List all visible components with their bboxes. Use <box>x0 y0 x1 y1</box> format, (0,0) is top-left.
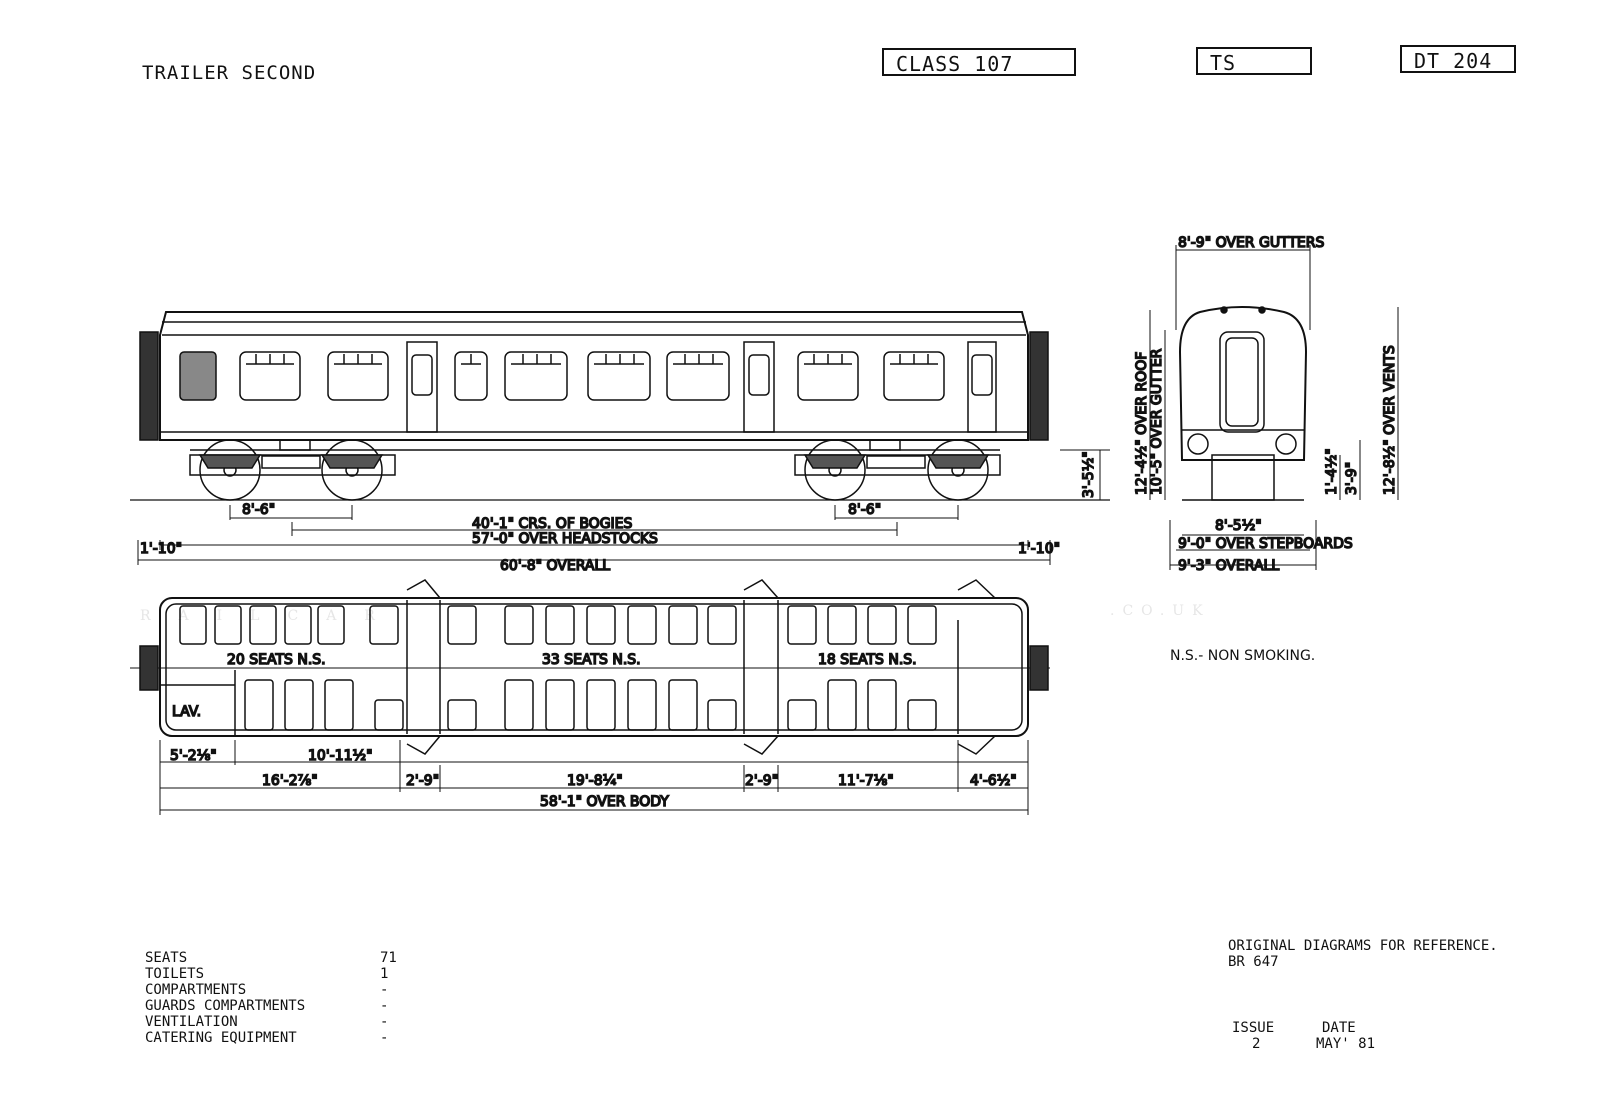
legend-note: N.S.- NON SMOKING. <box>1170 648 1316 664</box>
dim-plan-d5: 19'-8¼" <box>567 773 623 789</box>
dim-headstocks: 57'-0" OVER HEADSTOCKS <box>472 531 658 547</box>
end-view: 8'-9" OVER GUTTERS 12'-4½" OVER ROOF 10'… <box>1133 234 1399 575</box>
dim-plan-d8: 4'-6½" <box>970 773 1017 789</box>
date-label: DATE <box>1322 1020 1356 1036</box>
issue-block: ISSUE DATE 2 MAY' 81 <box>1232 1020 1375 1052</box>
dim-bogie-wb-right: 8'-6" <box>848 502 881 518</box>
watermark-suffix: .CO.UK <box>1110 603 1211 619</box>
label-seats-b: 33 SEATS N.S. <box>542 652 641 668</box>
dim-step-1: 1'-4½" <box>1324 448 1340 495</box>
issue-label: ISSUE <box>1232 1020 1275 1036</box>
label-seats-a: 20 SEATS N.S. <box>227 652 326 668</box>
reference-line-2: BR 647 <box>1228 954 1279 970</box>
stats-value: - <box>380 1014 389 1030</box>
dim-buffer-right: 1'-10" <box>1018 541 1060 557</box>
dim-stepboards: 9'-0" OVER STEPBOARDS <box>1178 536 1353 552</box>
stats-label: TOILETS <box>145 966 205 982</box>
dim-over-gutter: 10'-5" OVER GUTTER <box>1149 348 1165 495</box>
seats-bottom-row <box>244 679 937 731</box>
dim-buffer-left: 1'-10" <box>140 541 182 557</box>
stats-value: - <box>380 998 389 1014</box>
type-box: TS <box>1196 47 1312 75</box>
dim-bogie-centres: 40'-1" CRS. OF BOGIES <box>472 516 633 532</box>
stats-row: COMPARTMENTS - <box>145 982 397 998</box>
diagram-box: DT 204 <box>1400 45 1516 73</box>
issue-value: 2 <box>1252 1036 1261 1052</box>
stats-label: GUARDS COMPARTMENTS <box>145 998 306 1014</box>
stats-row: VENTILATION - <box>145 1014 397 1030</box>
stats-label: SEATS <box>145 950 188 966</box>
watermark: RAILCAR .CO.UK <box>140 603 1211 624</box>
dim-over-roof: 12'-4½" OVER ROOF <box>1134 352 1150 495</box>
stats-row: TOILETS 1 <box>145 966 397 982</box>
label-lav: LAV. <box>172 704 201 720</box>
date-value: MAY' 81 <box>1316 1036 1376 1052</box>
stats-value: 71 <box>380 950 397 966</box>
stats-label: CATERING EQUIPMENT <box>145 1030 297 1046</box>
dim-side-overall: 60'-8" OVERALL <box>500 558 610 574</box>
dim-plan-d7: 11'-7⅛" <box>838 773 894 789</box>
stats-row: SEATS 71 <box>145 950 397 966</box>
bogie-right <box>794 439 1001 501</box>
stats-value: - <box>380 1030 389 1046</box>
reference-block: ORIGINAL DIAGRAMS FOR REFERENCE. BR 647 <box>1228 938 1498 970</box>
stats-value: - <box>380 982 389 998</box>
plan-view: LAV. 20 SEATS N.S. 33 SEATS N.S. 18 SEAT… <box>130 579 1050 815</box>
dim-gutters: 8'-9" OVER GUTTERS <box>1178 235 1325 251</box>
label-seats-c: 18 SEATS N.S. <box>818 652 917 668</box>
dim-plan-d2: 10'-11½" <box>308 748 373 764</box>
dim-over-vents: 12'-8½" OVER VENTS <box>1382 345 1398 495</box>
bogie-left <box>189 439 396 501</box>
dim-step-2: 3'-9" <box>1344 462 1360 495</box>
dim-bogie-wb-left: 8'-6" <box>242 502 275 518</box>
class-box: CLASS 107 <box>882 48 1076 76</box>
stats-row: GUARDS COMPARTMENTS - <box>145 998 397 1014</box>
stats-label: VENTILATION <box>145 1014 238 1030</box>
dim-plan-d4: 2'-9" <box>406 773 439 789</box>
dim-floor-height: 3'-5½" <box>1081 451 1097 498</box>
watermark-main: RAILCAR <box>140 608 403 624</box>
dim-plan-d1: 5'-2⅛" <box>170 748 217 764</box>
stats-value: 1 <box>380 966 389 982</box>
stats-table: SEATS 71 TOILETS 1 COMPARTMENTS - GUARDS CO… <box>145 950 397 1046</box>
dim-body-width: 8'-5½" <box>1215 518 1262 534</box>
stats-label: COMPARTMENTS <box>145 982 247 998</box>
seats-top-row <box>179 605 937 645</box>
dim-end-overall: 9'-3" OVERALL <box>1178 558 1279 574</box>
dim-plan-d3: 16'-2⅞" <box>262 773 318 789</box>
stats-row: CATERING EQUIPMENT - <box>145 1030 397 1046</box>
drawing-title: TRAILER SECOND <box>142 62 317 84</box>
dim-plan-d6: 2'-9" <box>745 773 778 789</box>
side-windows <box>239 351 945 401</box>
side-view: 8'-6" 8'-6" 40'-1" CRS. OF BOGIES 57'-0"… <box>130 311 1110 575</box>
reference-line-1: ORIGINAL DIAGRAMS FOR REFERENCE. <box>1228 938 1498 954</box>
dim-plan-body: 58'-1" OVER BODY <box>540 794 669 810</box>
